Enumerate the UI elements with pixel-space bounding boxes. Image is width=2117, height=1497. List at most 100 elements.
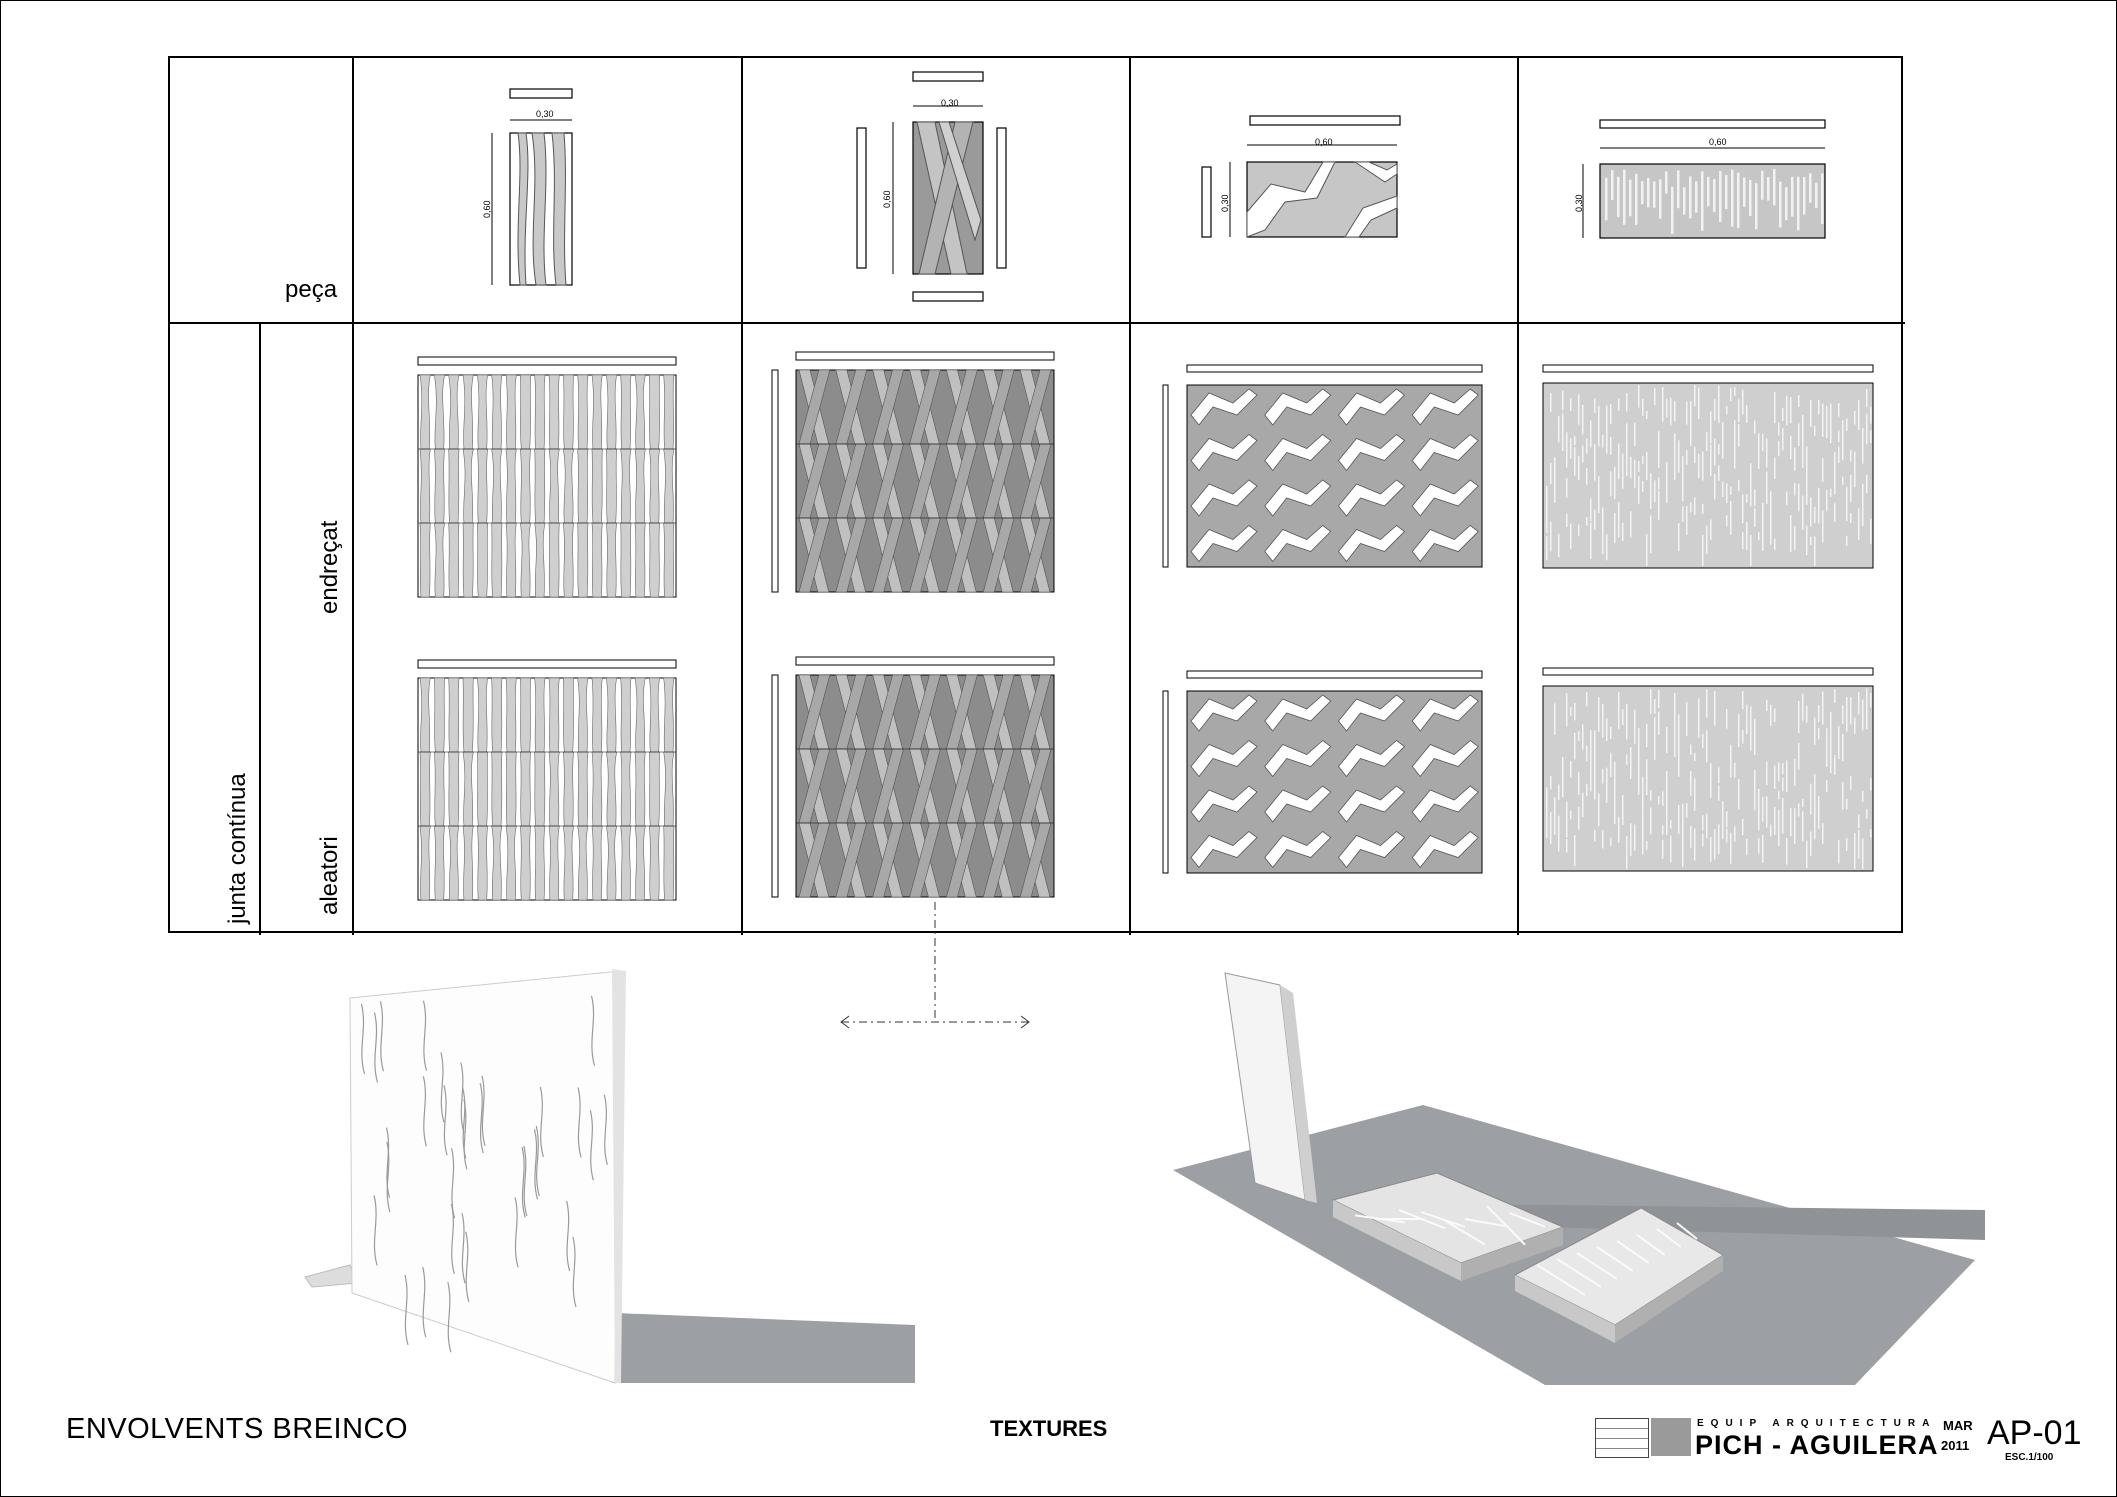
- texture-stripe: [1594, 762, 1596, 800]
- texture-strip: [491, 677, 503, 753]
- texture-stripe: [1610, 436, 1612, 455]
- texture-stripe: [1586, 438, 1588, 454]
- texture-stripe: [1862, 489, 1864, 526]
- texture-stripe: [1682, 480, 1684, 502]
- texture-stripe: [1654, 482, 1656, 502]
- texture-stripe: [1862, 427, 1864, 464]
- texture-stripe: [1622, 802, 1624, 825]
- texture-stripe: [1606, 534, 1608, 561]
- edge-profile: [417, 356, 677, 366]
- texture-strip: [520, 825, 532, 901]
- texture-strip: [577, 825, 589, 901]
- texture-stripe: [1870, 778, 1872, 791]
- texture-stripe: [1701, 171, 1704, 231]
- texture-stripe: [1682, 506, 1684, 522]
- texture-stripe: [1746, 521, 1748, 550]
- texture-stripe: [1674, 433, 1676, 466]
- wall-crack: [589, 1110, 594, 1181]
- texture-stripe: [1586, 745, 1588, 762]
- texture-stripe: [1850, 776, 1852, 790]
- texture-gap: [1190, 785, 1258, 823]
- texture-stripe: [1858, 692, 1860, 715]
- texture-strip: [419, 751, 431, 827]
- texture-stripe: [1682, 813, 1684, 844]
- texture-stripe: [1707, 176, 1710, 207]
- texture-strip: [577, 677, 589, 753]
- texture-stripe: [1838, 726, 1840, 747]
- texture-stripe: [1766, 472, 1768, 489]
- texture-stripe: [1602, 434, 1604, 448]
- texture-stripe: [1718, 767, 1720, 784]
- texture-stripe: [1570, 523, 1572, 549]
- texture-stripe: [1738, 479, 1740, 492]
- texture-strip: [476, 374, 489, 450]
- revision-grid: [1595, 1418, 1649, 1458]
- texture-strip: [634, 825, 646, 901]
- edge-profile: [912, 71, 984, 82]
- texture-stripe: [1702, 815, 1704, 831]
- texture-stripe: [1746, 838, 1748, 856]
- texture-stripe: [1594, 829, 1596, 842]
- texture-stripe: [1682, 803, 1684, 820]
- slab-line: [1486, 1205, 1526, 1246]
- texture-gap: [1264, 785, 1332, 823]
- texture-stripe: [1814, 802, 1816, 840]
- texture-stripe: [1578, 524, 1580, 536]
- date-month: MAR: [1943, 1418, 1973, 1433]
- texture-stripe: [1734, 387, 1736, 396]
- texture-stripe: [1850, 474, 1852, 503]
- texture-strip: [548, 374, 560, 450]
- texture-stripe: [1766, 699, 1768, 712]
- texture-stripe: [1822, 823, 1824, 844]
- texture-stripe: [1770, 491, 1772, 518]
- texture-stripe: [1790, 397, 1792, 424]
- texture-stripe: [1822, 691, 1824, 725]
- wall-face: [349, 970, 621, 1384]
- texture-stripe: [1758, 838, 1760, 854]
- texture-stripe: [1550, 820, 1552, 844]
- wall-crack: [521, 1147, 526, 1218]
- texture-stripe: [1614, 466, 1616, 491]
- texture-stripe: [1862, 699, 1864, 731]
- edge-profile: [912, 291, 984, 302]
- texture-stripe: [1678, 457, 1680, 473]
- texture-stripe: [1870, 406, 1872, 424]
- texture-stripe: [1622, 453, 1624, 464]
- texture-strip: [434, 751, 446, 827]
- texture-stripe: [1678, 523, 1680, 552]
- texture-stripe: [1810, 399, 1812, 427]
- texture-stripe: [1570, 438, 1572, 459]
- texture-stripe: [1782, 798, 1784, 834]
- texture-stripe: [1665, 171, 1668, 194]
- texture-stripe: [1606, 405, 1608, 435]
- wall-rendering-left: [304, 969, 915, 1384]
- texture-stripe: [1754, 719, 1756, 756]
- texture-strip: [462, 374, 474, 450]
- texture-strip: [605, 677, 618, 753]
- edge-profile: [1542, 667, 1874, 676]
- texture-stripe: [1866, 413, 1868, 445]
- texture-stripe: [1686, 803, 1688, 818]
- texture-strip: [434, 677, 445, 753]
- slab-line: [1442, 1218, 1486, 1246]
- texture-stripe: [1570, 398, 1572, 412]
- texture-stripe: [1858, 508, 1860, 538]
- texture-stripe: [1634, 824, 1636, 851]
- texture-stripe: [1790, 435, 1792, 460]
- texture-stripe: [1570, 707, 1572, 716]
- texture-stripe: [1690, 416, 1692, 447]
- texture-stripe: [1706, 689, 1708, 718]
- texture-stripe: [1671, 186, 1674, 234]
- wall-crack: [603, 1094, 608, 1165]
- texture-stripe: [1838, 744, 1840, 760]
- texture-stripe: [1834, 503, 1836, 522]
- texture-stripe: [1653, 181, 1656, 208]
- texture-strip: [563, 522, 575, 598]
- texture-strip: [634, 522, 646, 598]
- wall-crack: [373, 1195, 378, 1266]
- texture-strip: [620, 374, 632, 450]
- texture-stripe: [1690, 825, 1692, 848]
- texture-stripe: [1742, 818, 1744, 836]
- texture-stripe: [1718, 824, 1720, 854]
- texture-stripe: [1690, 744, 1692, 756]
